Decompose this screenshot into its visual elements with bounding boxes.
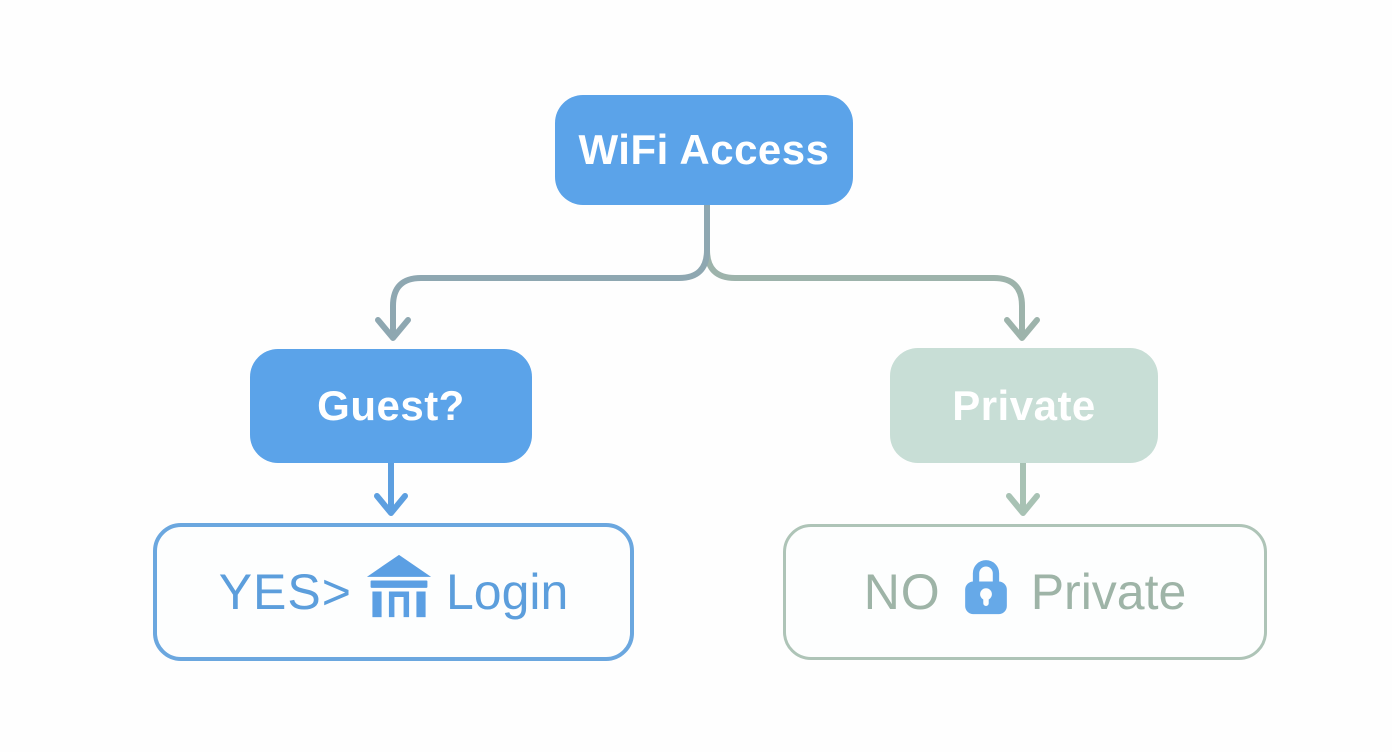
node-outcome-private: NO Private xyxy=(783,524,1267,660)
arrowhead-to-guest xyxy=(375,317,411,341)
node-outcome-login: YES> Login xyxy=(153,523,634,661)
connector-private-to-outcome xyxy=(1006,458,1040,516)
arrowhead-to-guest-outcome xyxy=(374,493,408,516)
node-guest: Guest? xyxy=(250,349,532,463)
connector-root-to-guest xyxy=(375,200,710,341)
portico-building-icon xyxy=(366,554,432,630)
node-private-label: Private xyxy=(952,381,1096,429)
connector-guest-to-outcome xyxy=(374,458,408,516)
arrowhead-to-private-outcome xyxy=(1006,493,1040,516)
lock-icon xyxy=(957,554,1015,630)
connector-root-to-private xyxy=(704,200,1040,341)
node-private: Private xyxy=(890,348,1158,463)
node-wifi-access-label: WiFi Access xyxy=(578,126,830,173)
no-prefix-label: NO xyxy=(863,564,941,620)
yes-prefix-label: YES> xyxy=(218,564,352,620)
private-outcome-label: Private xyxy=(1030,564,1187,620)
node-wifi-access: WiFi Access xyxy=(555,95,853,205)
node-guest-label: Guest? xyxy=(317,382,465,429)
login-label: Login xyxy=(445,564,569,620)
arrowhead-to-private xyxy=(1004,317,1040,341)
